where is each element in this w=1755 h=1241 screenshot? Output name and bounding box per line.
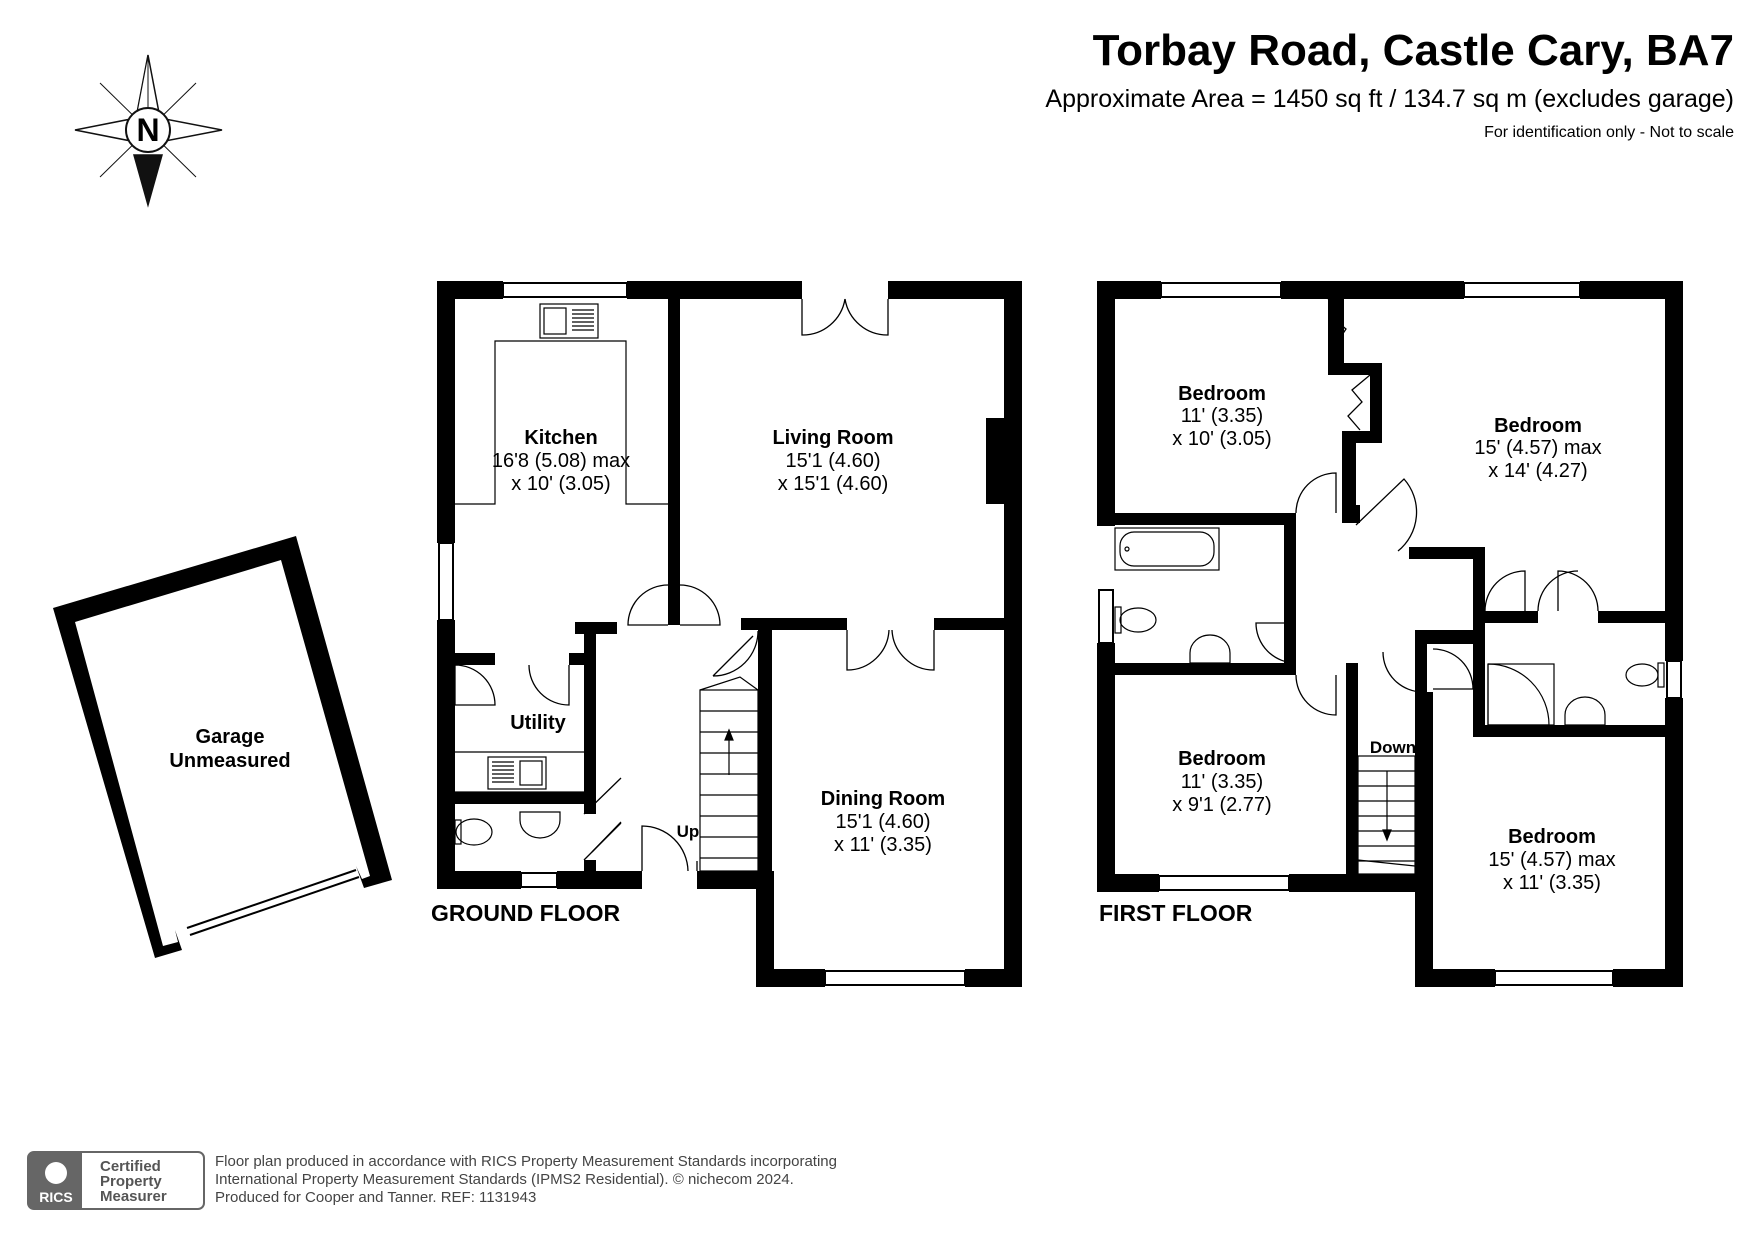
rics-badge: RICS Certified Property Measurer: [27, 1151, 205, 1210]
living-room-dim-2: x 15'1 (4.60): [778, 473, 889, 495]
rics-brand: RICS: [39, 1189, 72, 1205]
first-floor-label: FIRST FLOOR: [1099, 900, 1253, 926]
badge-line-1: Certified: [100, 1158, 161, 1175]
utility-fittings: [454, 751, 584, 846]
bedroom-sw-name: Bedroom: [1178, 748, 1266, 770]
garage: Garage Unmeasured: [53, 536, 392, 958]
badge-line-2: Property: [100, 1173, 162, 1190]
ground-floor-walls: [437, 281, 1022, 987]
first-floor-windows: [1098, 282, 1682, 986]
bedroom-sw-dim-1: 11' (3.35): [1181, 771, 1263, 793]
garage-door: [186, 869, 357, 929]
stairs-down-label: Down: [1370, 738, 1416, 757]
bedroom-se-dim-1: 15' (4.57) max: [1488, 849, 1615, 871]
footer-line-1: Floor plan produced in accordance with R…: [215, 1153, 837, 1170]
footer-line-2: International Property Measurement Stand…: [215, 1171, 794, 1188]
bedroom-nw-name: Bedroom: [1178, 383, 1266, 405]
dining-room-dim-1: 15'1 (4.60): [836, 811, 931, 833]
compass-north-label: N: [136, 112, 159, 148]
ground-floor-stairs: [699, 676, 759, 872]
garage-label-1: Garage: [196, 726, 265, 748]
ground-floor-windows: [438, 282, 966, 986]
living-room-dim-1: 15'1 (4.60): [786, 450, 881, 472]
footer-line-3: Produced for Cooper and Tanner. REF: 113…: [215, 1189, 536, 1206]
bedroom-sw-dim-2: x 9'1 (2.77): [1172, 794, 1271, 816]
chimney-breast: [986, 418, 1004, 504]
plan-title: Torbay Road, Castle Cary, BA7: [1093, 26, 1734, 75]
bedroom-ne-name: Bedroom: [1494, 415, 1582, 437]
bedroom-nw-dim-1: 11' (3.35): [1181, 405, 1263, 427]
stairs-up-label: Up: [677, 822, 700, 841]
bedroom-ne-dim-2: x 14' (4.27): [1488, 460, 1587, 482]
dining-room-dim-2: x 11' (3.35): [834, 834, 932, 856]
bedroom-ne-dim-1: 15' (4.57) max: [1474, 437, 1601, 459]
rics-logo-icon: [45, 1162, 67, 1184]
kitchen-dim-1: 16'8 (5.08) max: [492, 450, 630, 472]
compass-icon: N: [74, 54, 223, 208]
first-floor-walls: [1097, 281, 1683, 987]
area-text: Approximate Area = 1450 sq ft / 134.7 sq…: [1045, 85, 1734, 113]
first-floor: Bedroom 11' (3.35) x 10' (3.05) Bedroom …: [1097, 281, 1683, 987]
kitchen-dim-2: x 10' (3.05): [511, 473, 610, 495]
bedroom-nw-dim-2: x 10' (3.05): [1172, 428, 1271, 450]
ground-floor-label: GROUND FLOOR: [431, 900, 620, 926]
ground-floor: Kitchen 16'8 (5.08) max x 10' (3.05) Liv…: [431, 281, 1022, 987]
dining-room-name: Dining Room: [821, 788, 945, 810]
bedroom-se-name: Bedroom: [1508, 826, 1596, 848]
bedroom-se-dim-2: x 11' (3.35): [1503, 872, 1601, 894]
kitchen-fittings: [455, 303, 668, 505]
kitchen-name: Kitchen: [524, 427, 597, 449]
badge-line-3: Measurer: [100, 1188, 167, 1205]
utility-name: Utility: [510, 712, 566, 734]
living-room-name: Living Room: [772, 427, 893, 449]
bathroom-fittings: [1114, 527, 1665, 726]
first-floor-doors: [1255, 298, 1599, 716]
garage-label-2: Unmeasured: [169, 750, 290, 772]
first-floor-stairs: [1357, 755, 1416, 875]
ground-floor-doors: [454, 298, 935, 872]
disclaimer-text: For identification only - Not to scale: [1484, 124, 1734, 141]
